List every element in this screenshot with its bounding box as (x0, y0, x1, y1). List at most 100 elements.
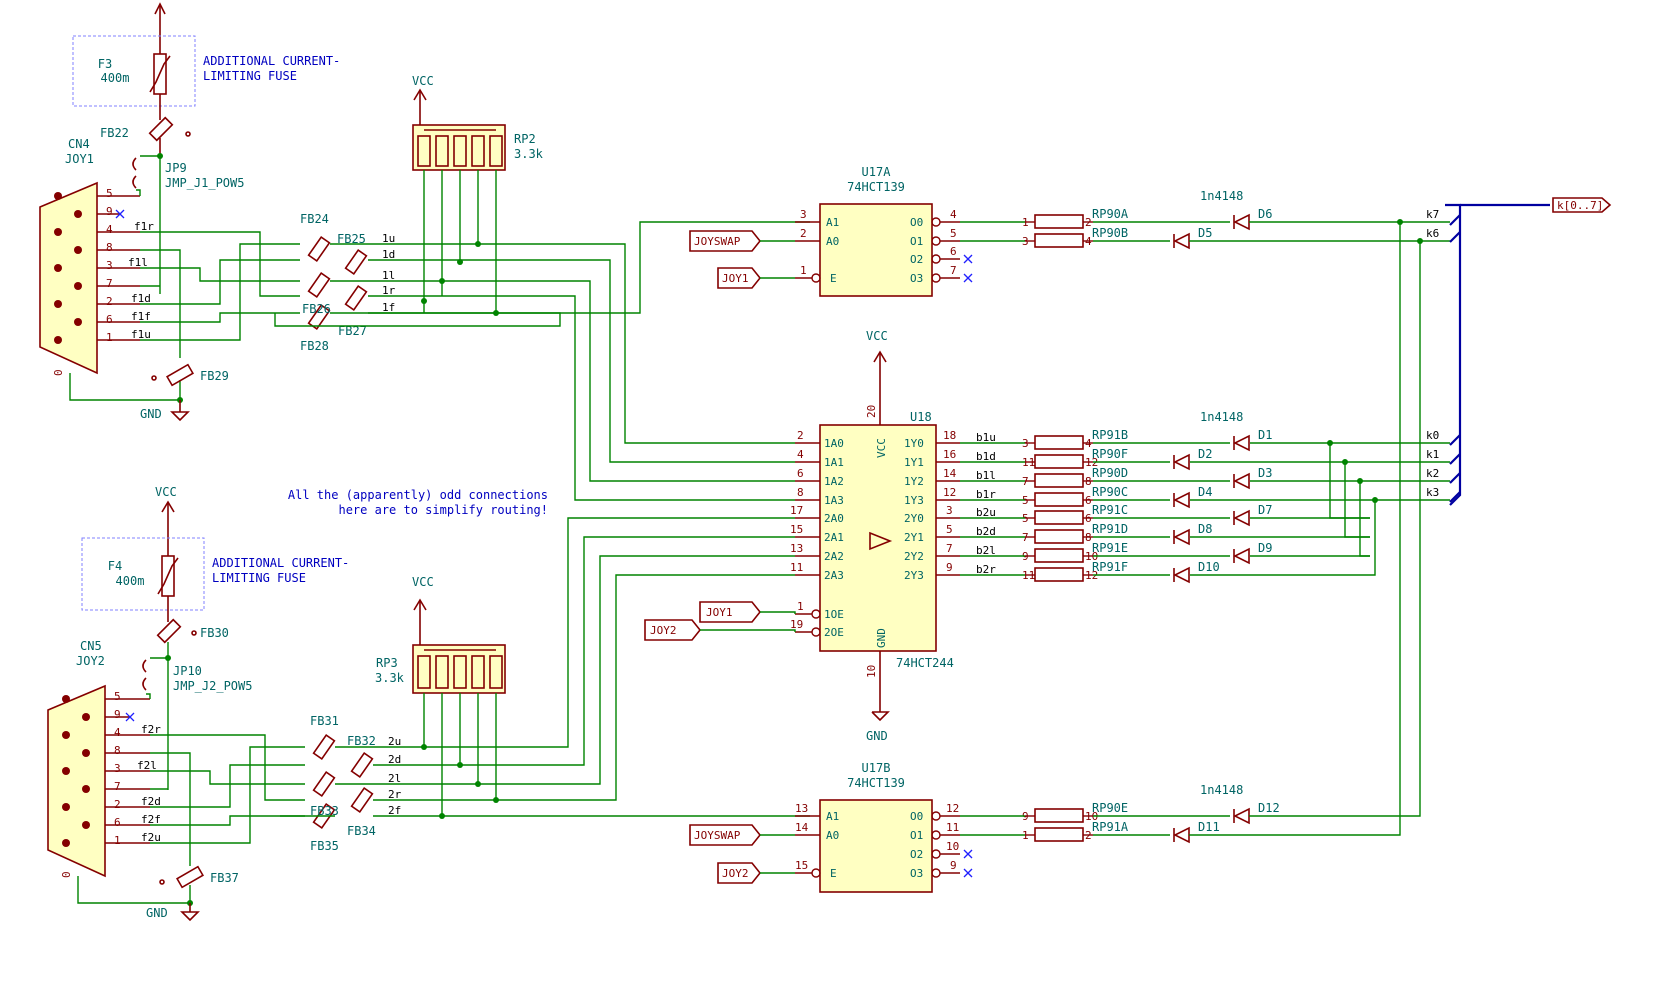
diode-d4 (1173, 491, 1190, 509)
svg-text:2A0: 2A0 (824, 512, 844, 525)
svg-text:1Y1: 1Y1 (904, 456, 924, 469)
connector-cn5-pins (62, 695, 90, 847)
fuse-f3-value: 400m (101, 71, 130, 85)
connector-cn4-ref: CN4 (68, 137, 90, 151)
svg-text:15: 15 (790, 523, 803, 536)
svg-text:FB30: FB30 (200, 626, 229, 640)
svg-text:D2: D2 (1198, 447, 1212, 461)
svg-text:11: 11 (1022, 456, 1035, 469)
svg-text:2Y2: 2Y2 (904, 550, 924, 563)
diode-d8 (1173, 528, 1190, 546)
svg-text:2d: 2d (388, 753, 401, 766)
connector-cn4-shell (39, 181, 98, 375)
svg-text:b2d: b2d (976, 525, 996, 538)
svg-text:E: E (830, 867, 837, 880)
svg-text:2r: 2r (388, 788, 402, 801)
svg-text:O0: O0 (910, 810, 923, 823)
ferrite-fb22-ref: FB22 (100, 126, 129, 140)
diode-d5 (1173, 232, 1190, 250)
ferrite-fb29 (166, 363, 194, 387)
label-joyswap-u17b: JOYSWAP (694, 829, 741, 842)
rpack-rp91a (1034, 827, 1084, 842)
svg-text:74HCT139: 74HCT139 (847, 776, 905, 790)
rpack-rp90d (1034, 473, 1084, 488)
svg-text:A1: A1 (826, 810, 839, 823)
svg-text:1f: 1f (382, 301, 395, 314)
rpack-rp3 (412, 644, 506, 694)
svg-text:19: 19 (790, 618, 803, 631)
svg-text:1: 1 (797, 600, 804, 613)
svg-text:5: 5 (1022, 512, 1029, 525)
svg-text:1d: 1d (382, 248, 395, 261)
svg-text:D3: D3 (1258, 466, 1272, 480)
svg-text:f2u: f2u (141, 831, 161, 844)
svg-text:12: 12 (1085, 569, 1098, 582)
svg-text:b1r: b1r (976, 488, 996, 501)
svg-text:17: 17 (790, 504, 803, 517)
routing-note-line-2: here are to simplify routing! (338, 503, 548, 517)
svg-text:5: 5 (950, 227, 957, 240)
svg-text:10: 10 (1085, 810, 1098, 823)
svg-text:F4: F4 (108, 559, 122, 573)
svg-text:f2f: f2f (141, 813, 161, 826)
svg-text:8: 8 (1085, 531, 1092, 544)
svg-text:3: 3 (1022, 235, 1029, 248)
svg-text:k7: k7 (1426, 208, 1439, 221)
svg-text:E: E (830, 272, 837, 285)
svg-text:FB32: FB32 (347, 734, 376, 748)
svg-text:7: 7 (1022, 475, 1029, 488)
diode-d7 (1233, 509, 1250, 527)
gnd-label-1: GND (140, 407, 162, 421)
svg-text:12: 12 (946, 802, 959, 815)
rpack-rp90a-ref: RP90A (1092, 207, 1129, 221)
svg-text:ADDITIONAL CURRENT-: ADDITIONAL CURRENT- (212, 556, 349, 570)
rpack-rp90e-ref: RP90E (1092, 801, 1128, 815)
svg-text:2Y0: 2Y0 (904, 512, 924, 525)
diode-d1 (1233, 434, 1250, 452)
svg-text:FB37: FB37 (210, 871, 239, 885)
svg-text:2: 2 (1085, 216, 1092, 229)
svg-text:O3: O3 (910, 867, 923, 880)
svg-text:FB27: FB27 (338, 324, 367, 338)
svg-text:7: 7 (114, 780, 121, 793)
svg-text:2: 2 (1085, 829, 1092, 842)
svg-text:1: 1 (800, 264, 807, 277)
svg-text:18: 18 (943, 429, 956, 442)
vcc-label-f4: VCC (155, 485, 177, 499)
label-joy1-u17a: JOY1 (722, 272, 749, 285)
svg-text:2A1: 2A1 (824, 531, 844, 544)
svg-text:D8: D8 (1198, 522, 1212, 536)
svg-text:D9: D9 (1258, 541, 1272, 555)
svg-text:9: 9 (950, 859, 957, 872)
svg-text:O1: O1 (910, 235, 923, 248)
svg-text:3: 3 (106, 259, 113, 272)
label-joy2-u17b: JOY2 (722, 867, 749, 880)
svg-text:14: 14 (943, 467, 957, 480)
ic-u17a: U17A 74HCT139 3 2 1 A1 A0 E O0 O1 O2 O3 … (689, 165, 973, 297)
svg-text:3: 3 (800, 208, 807, 221)
svg-text:6: 6 (1085, 512, 1092, 525)
svg-text:2: 2 (114, 798, 121, 811)
rpack-rp90c-ref: RP90C (1092, 485, 1128, 499)
svg-text:4: 4 (106, 223, 113, 236)
svg-text:GND: GND (875, 628, 888, 648)
svg-text:f1f: f1f (131, 310, 151, 323)
svg-text:b1u: b1u (976, 431, 996, 444)
svg-text:FB33: FB33 (310, 804, 339, 818)
svg-text:f1d: f1d (131, 292, 151, 305)
routing-note-line-1: All the (apparently) odd connections (288, 488, 548, 502)
svg-text:7: 7 (950, 264, 957, 277)
diode-d3 (1233, 472, 1250, 490)
svg-text:1: 1 (106, 331, 113, 344)
svg-text:A1: A1 (826, 216, 839, 229)
ferrite-fb22 (148, 116, 174, 142)
joy2-section: VCC F4 400m ADDITIONAL CURRENT- LIMITING… (47, 485, 810, 922)
rpack-rp90a (1034, 214, 1084, 229)
svg-text:JP10: JP10 (173, 664, 202, 678)
jumper-jp10 (142, 659, 147, 691)
svg-text:U17A: U17A (862, 165, 892, 179)
fuse-f3-ref: F3 (98, 57, 112, 71)
rpack-rp90d-ref: RP90D (1092, 466, 1128, 480)
svg-text:k1: k1 (1426, 448, 1439, 461)
svg-text:74HCT139: 74HCT139 (847, 180, 905, 194)
